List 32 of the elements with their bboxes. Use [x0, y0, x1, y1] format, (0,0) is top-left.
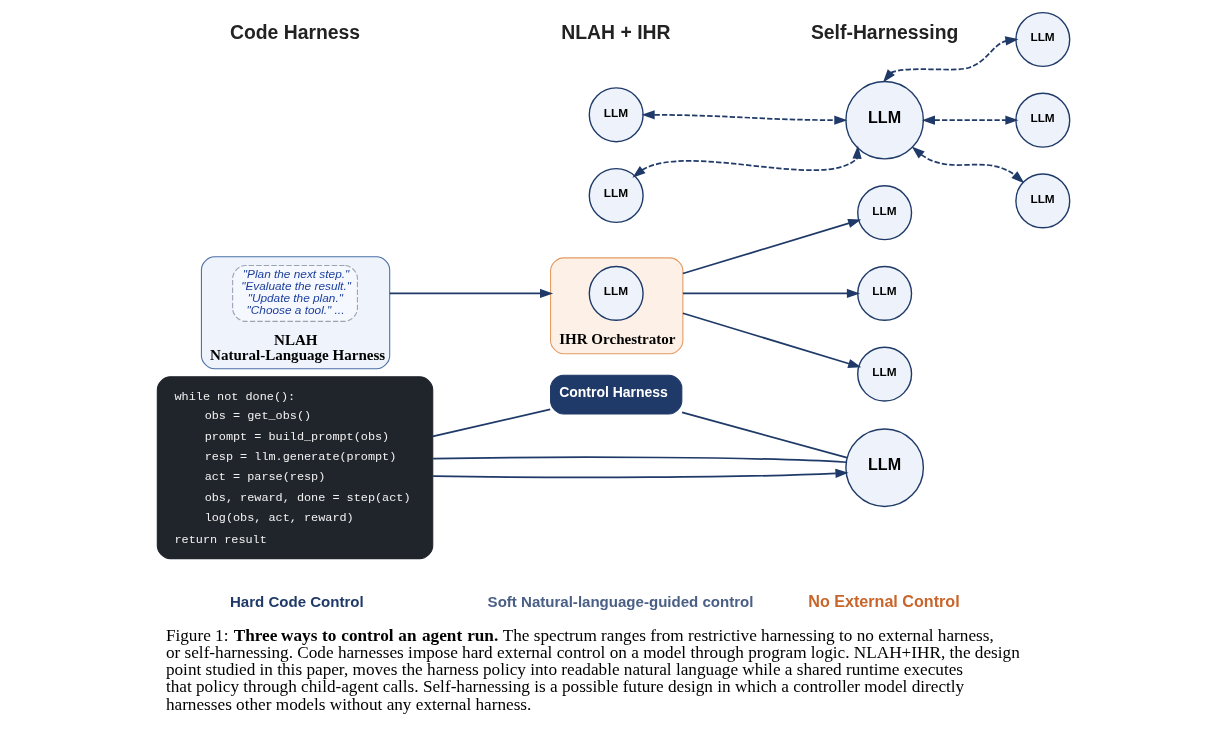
label: No External Control [807, 592, 960, 611]
node-box: while not done(): obs = get_obs() prompt = build_prompt(obs) resp = llm.generate(prompt) act = parse(resp) obs, reward, done = step(act) log(obs, act, reward) return result [156, 376, 433, 560]
node-box: "Plan the next step." "Evaluate the result." "Update the plan." "Choose a tool." ... [231, 264, 358, 322]
arrow [388, 288, 553, 298]
arrow [681, 312, 861, 368]
label: Self-Harnessing [810, 20, 958, 43]
node-circle: LLM [844, 428, 924, 508]
node-circle: LLM [588, 87, 644, 143]
node-circle: LLM [588, 265, 644, 321]
node-circle: LLM [856, 346, 912, 402]
connector [680, 411, 848, 459]
arrow [921, 115, 1018, 125]
arrow [631, 145, 862, 178]
arrow [641, 110, 847, 125]
node-circle: LLM [1014, 173, 1070, 229]
node-circle: LLM [856, 265, 912, 321]
label: Hard Code Control [229, 593, 364, 611]
arrow [882, 36, 1018, 83]
caption: Figure 1: Three ways to control an agent run. The spectrum ranges from restrictive harnessing to no external harness, or self-harnessing. Code harnesses impose hard external control on a model through program logic. NLAH+IHR, the design point studied in this paper, moves the harness policy into readable natural language while a shared runtime executes that policy through child-agent calls. Self-harnessing is a possible future design in which a controller model directly harnesses other models without any external harness. [165, 625, 1020, 714]
node-circle: LLM [1014, 11, 1070, 68]
arrow [911, 146, 1024, 184]
node-circle: LLM [856, 185, 912, 241]
node-circle: LLM [1014, 92, 1070, 148]
arrow [681, 288, 860, 298]
label: Code Harness [229, 20, 360, 43]
label: NLAH + IHR [560, 20, 670, 43]
connector [431, 408, 551, 438]
arrow [431, 468, 849, 479]
connector [431, 456, 847, 464]
arrow [681, 218, 861, 275]
node-box: Control Harness [549, 374, 682, 415]
label: Soft Natural-language-guided control [487, 593, 753, 611]
